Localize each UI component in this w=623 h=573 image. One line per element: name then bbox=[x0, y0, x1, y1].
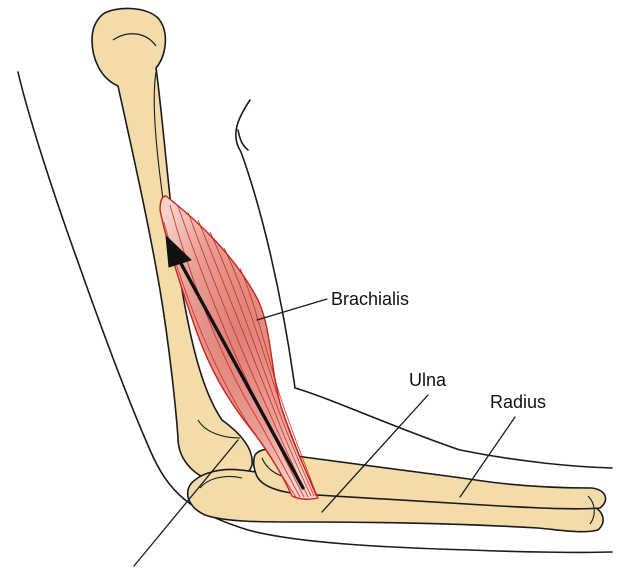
radius-label: Radius bbox=[490, 393, 546, 411]
skin-fold-line bbox=[238, 130, 248, 150]
brachialis-leader bbox=[257, 299, 327, 320]
ulna-label: Ulna bbox=[409, 371, 446, 389]
upper-arm-front-outline bbox=[236, 100, 612, 468]
brachialis-label: Brachialis bbox=[331, 290, 409, 308]
